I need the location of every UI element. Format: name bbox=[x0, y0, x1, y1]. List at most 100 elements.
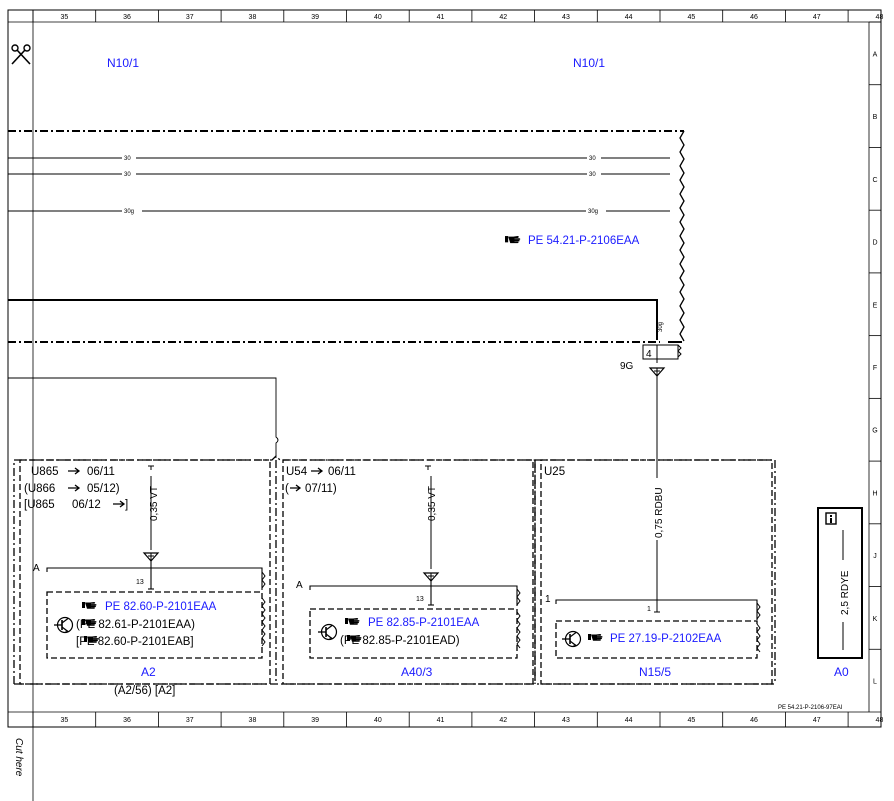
transistor-icon bbox=[317, 623, 338, 641]
wire-label-vt-a2: 0,35 VT bbox=[149, 486, 160, 521]
arrow-right-icon bbox=[113, 500, 126, 508]
a2-wire bbox=[148, 465, 154, 550]
column-number: 44 bbox=[625, 717, 633, 724]
wire-label-rdye: 2,5 RDYE bbox=[840, 570, 851, 615]
column-number: 43 bbox=[562, 717, 570, 724]
wire-to-boxes bbox=[8, 377, 279, 458]
ref-a2-1[interactable]: PE 82.60-P-2101EAA bbox=[105, 601, 217, 613]
a40-module-edge bbox=[516, 611, 521, 649]
wire-label-30-b: 30 bbox=[124, 172, 131, 178]
ref-a40-2[interactable]: (PE 82.85-P-2101EAD) bbox=[340, 635, 460, 647]
column-number: 46 bbox=[750, 717, 758, 724]
column-number: 45 bbox=[687, 14, 695, 21]
arrow-right-icon bbox=[290, 484, 302, 492]
row-letter: B bbox=[873, 114, 878, 121]
ref-n15[interactable]: PE 27.19-P-2102EAA bbox=[610, 633, 722, 645]
pin-label-13-a2: 13 bbox=[136, 579, 144, 586]
row-letter: C bbox=[872, 177, 877, 184]
column-number: 38 bbox=[249, 717, 257, 724]
a2-module bbox=[46, 591, 263, 659]
wire-label-vt-a40: 0,35 VT bbox=[427, 486, 438, 521]
wire-label-rdbu: 0,75 RDBU bbox=[654, 487, 665, 538]
column-number: 39 bbox=[311, 717, 319, 724]
row-letter: E bbox=[873, 302, 878, 309]
connector-plug-9g bbox=[649, 367, 665, 377]
column-number: 39 bbox=[311, 14, 319, 21]
component-n15-5[interactable]: N15/5 bbox=[639, 665, 671, 679]
arrow-right-icon bbox=[311, 467, 324, 475]
column-number: 38 bbox=[249, 14, 257, 21]
a2-module-edge bbox=[261, 597, 266, 647]
column-number: 40 bbox=[374, 717, 382, 724]
row-letter: L bbox=[873, 679, 877, 686]
a40-note-2b: 07/11) bbox=[305, 483, 337, 495]
box-outlines bbox=[19, 459, 773, 685]
component-a2-sub: (A2/56) [A2] bbox=[114, 685, 175, 697]
column-number: 40 bbox=[374, 14, 382, 21]
n10-1-boundary bbox=[8, 130, 685, 343]
component-a40-3[interactable]: A40/3 bbox=[401, 665, 433, 679]
ref-a2-3[interactable]: [PE 82.60-P-2101EAB] bbox=[76, 636, 194, 648]
a2-note-1a: U865 bbox=[31, 466, 59, 478]
letter-a-a40: A bbox=[296, 580, 303, 591]
a2-note-3b: 06/12 bbox=[72, 499, 101, 511]
header-label-left[interactable]: N10/1 bbox=[107, 56, 139, 70]
vert-wire-label-30g: 30g bbox=[658, 322, 664, 332]
column-number: 42 bbox=[499, 717, 507, 724]
a2-note-2b: 05/12) bbox=[87, 483, 120, 495]
a2-note-3a: [U865 bbox=[24, 499, 55, 511]
wire-label-30-a2: 30 bbox=[589, 156, 596, 162]
row-letter: G bbox=[872, 428, 877, 435]
pointing-hand-icon bbox=[82, 602, 97, 609]
wire-group-30 bbox=[8, 154, 670, 215]
column-number: 37 bbox=[186, 717, 194, 724]
ref-a40-1[interactable]: PE 82.85-P-2101EAA bbox=[368, 617, 480, 629]
column-number: 46 bbox=[750, 14, 758, 21]
ref-top[interactable]: PE 54.21-P-2106EAA bbox=[528, 235, 640, 247]
a2-note-3c: ] bbox=[125, 499, 128, 511]
doc-id: PE 54.21-P-2106-97EAI bbox=[778, 705, 843, 711]
pointing-hand-icon bbox=[588, 634, 603, 641]
row-letter: F bbox=[873, 365, 877, 372]
column-number: 41 bbox=[437, 717, 445, 724]
column-number: 48 bbox=[876, 717, 884, 724]
a40-note-2a: ( bbox=[285, 483, 289, 495]
cut-here-text: Cut here bbox=[13, 738, 24, 777]
pin-label-13-a40: 13 bbox=[416, 596, 424, 603]
column-number: 42 bbox=[499, 14, 507, 21]
column-number: 35 bbox=[60, 717, 68, 724]
column-number: 43 bbox=[562, 14, 570, 21]
column-number: 35 bbox=[60, 14, 68, 21]
ref-a2-2[interactable]: (PE 82.61-P-2101EAA) bbox=[76, 619, 195, 631]
pin-label-4: 4 bbox=[646, 349, 652, 360]
a2-pin-strip bbox=[46, 561, 266, 590]
pin-label-1b: 1 bbox=[647, 606, 651, 613]
component-a2[interactable]: A2 bbox=[141, 665, 156, 679]
transistor-icon bbox=[561, 630, 582, 648]
connector-plug-a2 bbox=[143, 552, 159, 562]
letter-a-a2: A bbox=[33, 563, 40, 574]
wire-label-30-b2: 30 bbox=[589, 172, 596, 178]
a40-note-1b: 06/11 bbox=[328, 466, 356, 478]
column-number: 37 bbox=[186, 14, 194, 21]
row-letter: K bbox=[873, 616, 878, 623]
scissors-icon bbox=[11, 44, 31, 65]
column-number: 47 bbox=[813, 14, 821, 21]
row-letter: D bbox=[872, 240, 877, 247]
connector-plug-a40 bbox=[423, 572, 439, 582]
pointing-hand-icon bbox=[505, 236, 521, 244]
column-number: 45 bbox=[687, 717, 695, 724]
info-icon bbox=[825, 512, 837, 525]
row-letter: H bbox=[872, 490, 877, 497]
connector-label-9g: 9G bbox=[620, 361, 634, 372]
header-label-right[interactable]: N10/1 bbox=[573, 56, 605, 70]
a2-note-2a: (U866 bbox=[24, 483, 55, 495]
column-number: 47 bbox=[813, 717, 821, 724]
component-a0[interactable]: A0 bbox=[834, 665, 849, 679]
wire-label-30-a: 30 bbox=[124, 156, 131, 162]
pin-label-1: 1 bbox=[545, 594, 551, 605]
